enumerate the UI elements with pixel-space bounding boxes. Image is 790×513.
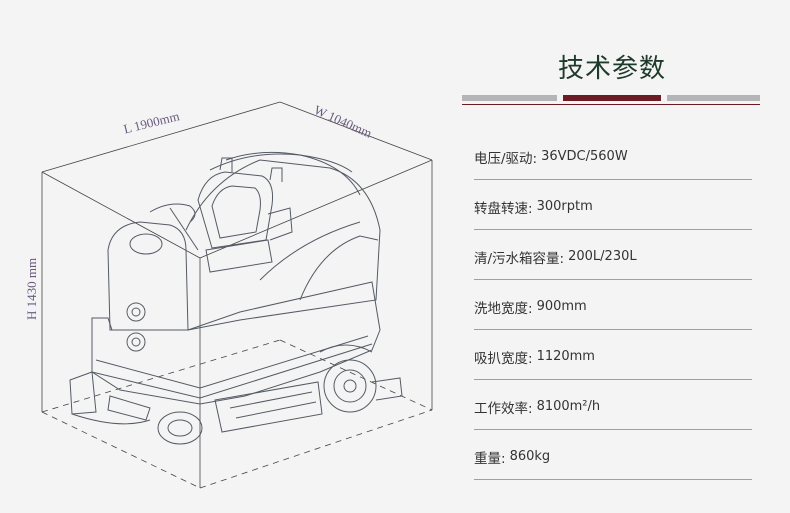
title-underline bbox=[462, 104, 760, 105]
height-dimension-label: H 1430 mm bbox=[24, 257, 39, 320]
spec-row-voltage: 电压/驱动: 36VDC/560W bbox=[474, 130, 752, 180]
spec-value: 200L/230L bbox=[568, 249, 637, 264]
spec-label: 电压/驱动: bbox=[474, 150, 538, 167]
spec-value: 1120mm bbox=[536, 349, 595, 364]
spec-row-scrub-width: 洗地宽度: 900mm bbox=[474, 280, 752, 330]
spec-row-weight: 重量: 860kg bbox=[474, 430, 752, 480]
machine-line-drawing bbox=[41, 101, 433, 489]
spec-value: 300rptm bbox=[536, 199, 593, 214]
spec-value: 900mm bbox=[536, 299, 587, 314]
title-bar-accent bbox=[563, 95, 661, 101]
spec-row-brush-speed: 转盘转速: 300rptm bbox=[474, 180, 752, 230]
title-bar-left bbox=[462, 95, 557, 101]
spec-label: 转盘转速: bbox=[474, 200, 533, 217]
title-bar-right bbox=[667, 95, 760, 101]
spec-value: 8100m²/h bbox=[536, 399, 601, 414]
spec-label: 洗地宽度: bbox=[474, 300, 533, 317]
machine-body bbox=[69, 151, 403, 445]
spec-label: 吸扒宽度: bbox=[474, 350, 533, 367]
spec-row-squeegee-width: 吸扒宽度: 1120mm bbox=[474, 330, 752, 380]
spec-row-tank-capacity: 清/污水箱容量: 200L/230L bbox=[474, 230, 752, 280]
spec-value: 36VDC/560W bbox=[541, 149, 628, 164]
spec-list: 电压/驱动: 36VDC/560W 转盘转速: 300rptm 清/污水箱容量:… bbox=[474, 130, 752, 480]
spec-value: 860kg bbox=[509, 449, 551, 464]
spec-row-efficiency: 工作效率: 8100m²/h bbox=[474, 380, 752, 430]
dimension-box bbox=[41, 101, 433, 489]
spec-label: 重量: bbox=[474, 450, 506, 467]
spec-label: 清/污水箱容量: bbox=[474, 250, 565, 267]
spec-title: 技术参数 bbox=[557, 54, 666, 84]
spec-label: 工作效率: bbox=[474, 400, 533, 417]
